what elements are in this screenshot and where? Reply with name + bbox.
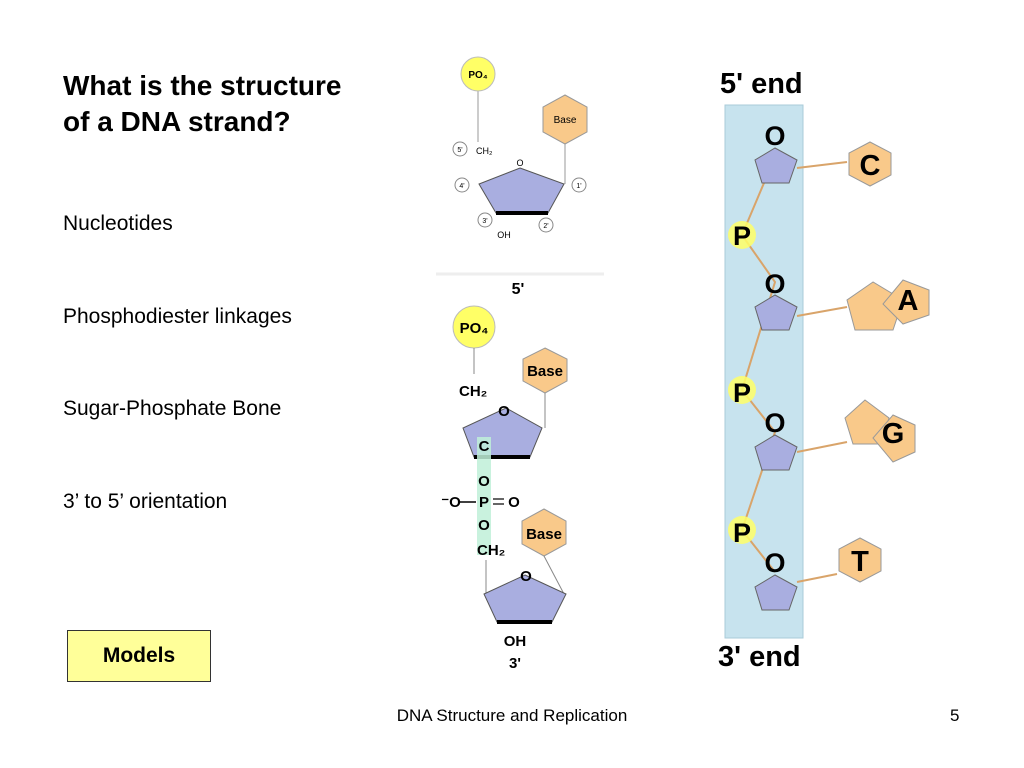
page-number: 5 <box>950 706 960 725</box>
ch2-label: CH₂ <box>476 146 493 156</box>
base-label: Base <box>554 115 577 126</box>
svg-text:5': 5' <box>457 147 462 154</box>
linkage-phosphate-label: PO₄ <box>460 320 489 337</box>
strand-unit-3: O G <box>754 399 916 471</box>
linkage-ch2-bottom: CH₂ <box>477 542 505 559</box>
linkage-o-above-p: O <box>478 473 490 490</box>
linkage-base-bottom-label: Base <box>526 526 562 543</box>
sugar-3 <box>754 434 798 471</box>
slide-title: What is the structure of a DNA strand? <box>63 68 423 140</box>
sugar-1 <box>754 147 798 184</box>
sugar-2-label: O <box>764 269 785 299</box>
linkage-o-left: ⁻O <box>441 494 461 511</box>
linkage-ring-o-top: O <box>498 403 510 420</box>
base-t-label: T <box>851 546 869 578</box>
base-c <box>848 141 892 187</box>
base-a <box>882 279 930 325</box>
models-button[interactable]: Models <box>67 630 211 682</box>
phosphate-3: P <box>728 516 756 548</box>
svg-text:2': 2' <box>543 223 548 230</box>
linkage-3-prime-label: 3' <box>509 655 521 672</box>
strand-unit-1: O C <box>754 121 892 187</box>
sugar-1-label: O <box>764 121 785 151</box>
svg-text:4': 4' <box>459 183 464 190</box>
strand-5-prime-label: 5' end <box>720 68 803 100</box>
oh-label: OH <box>497 230 511 240</box>
carbon-5-marker: 5' <box>452 141 468 157</box>
linkage-diagram: 5' PO₄ Base CH₂ O C O ⁻O P O O CH₂ Base … <box>441 281 568 672</box>
svg-text:1': 1' <box>576 183 581 190</box>
strand-unit-2: O A <box>754 269 930 331</box>
bullet-nucleotides: Nucleotides <box>63 212 173 235</box>
backbone-band <box>724 104 804 639</box>
carbon-4-marker: 4' <box>454 177 470 193</box>
footer-title: DNA Structure and Replication <box>396 706 628 725</box>
linkage-ch2-top: CH₂ <box>459 383 487 400</box>
strand-3-prime-label: 3' end <box>718 641 801 673</box>
bullet-orientation: 3’ to 5’ orientation <box>63 490 228 513</box>
title-line-1: What is the structure <box>63 70 342 101</box>
phosphate-1: P <box>728 221 756 251</box>
phosphate-1-label: P <box>733 221 751 251</box>
phosphate-3-label: P <box>733 518 751 548</box>
carbon-1-marker: 1' <box>571 177 587 193</box>
base-c-label: C <box>860 150 881 182</box>
phosphate-label: PO₄ <box>468 70 487 81</box>
base-g-label: G <box>882 418 905 450</box>
linkage-highlight <box>477 437 491 555</box>
linkage-o-below-p: O <box>478 517 490 534</box>
linkage-o-right: O <box>508 494 520 511</box>
bullet-sugar-phosphate: Sugar-Phosphate Bone <box>63 397 282 420</box>
strand-diagram: 5' end O C P O A P O G P <box>718 68 930 673</box>
linkage-base-top-label: Base <box>527 363 563 380</box>
linkage-p-label: P <box>479 494 489 511</box>
sugar-ring <box>478 167 565 214</box>
sugar-2 <box>754 294 798 331</box>
ring-o-label: O <box>516 158 523 168</box>
base-a-label: A <box>898 285 919 317</box>
title-line-2: of a DNA strand? <box>63 106 291 137</box>
strand-unit-4: O T <box>754 537 882 611</box>
nucleotide-diagram: PO₄ Base CH₂ O 5' 4' 3' 2' 1' OH <box>436 56 604 276</box>
linkage-5-prime-label: 5' <box>512 281 525 298</box>
linkage-ring-o-bottom: O <box>520 568 532 585</box>
linkage-c-label: C <box>479 438 490 455</box>
phosphate-2: P <box>728 376 756 408</box>
bullet-phosphodiester: Phosphodiester linkages <box>63 305 292 328</box>
carbon-2-marker: 2' <box>538 217 554 233</box>
sugar-3-label: O <box>764 408 785 438</box>
phosphate-circle <box>460 56 496 92</box>
phosphate-2-label: P <box>733 378 751 408</box>
sugar-4-label: O <box>764 548 785 578</box>
base-g <box>872 414 916 463</box>
base-t <box>838 537 882 583</box>
sugar-4 <box>754 574 798 611</box>
carbon-3-marker: 3' <box>477 212 493 228</box>
svg-text:3': 3' <box>482 218 487 225</box>
linkage-oh-label: OH <box>504 633 527 650</box>
